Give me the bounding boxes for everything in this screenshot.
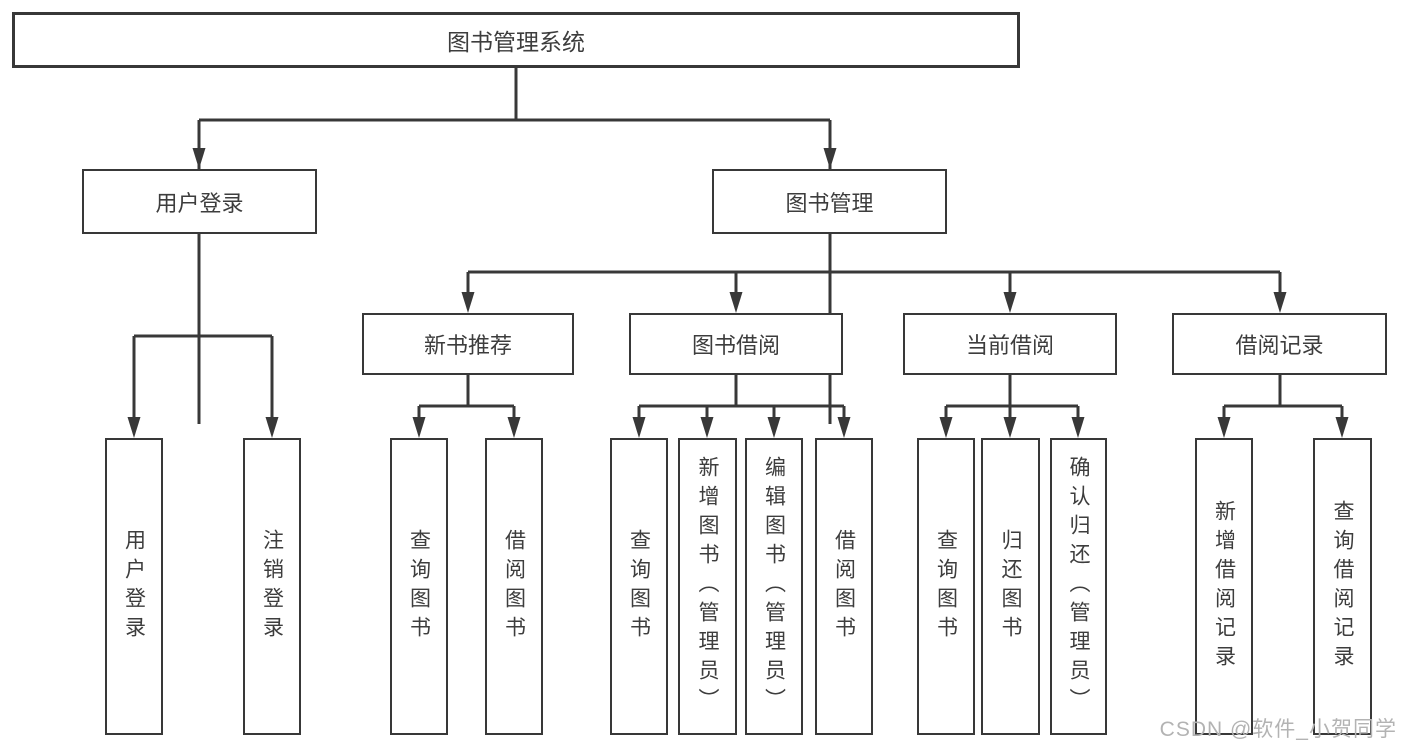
node-label: 查询图书 (627, 528, 651, 645)
node-label: 查询借阅记录 (1331, 499, 1354, 674)
node-borrow-books-leaf: 借阅图书 (815, 438, 873, 735)
node-confirm-return-admin: 确认归还（管理员） (1050, 438, 1107, 735)
node-label: 编辑图书（管理员） (762, 456, 786, 717)
node-query-books-borrow: 查询图书 (610, 438, 668, 735)
node-label: 查询图书 (934, 528, 958, 645)
connector-path (132, 67, 1344, 424)
node-label: 当前借阅 (965, 333, 1054, 358)
node-user-login-leaf: 用户登录 (105, 438, 163, 735)
arrowheads (127, 148, 1349, 438)
node-borrow-books-recommend: 借阅图书 (485, 438, 543, 735)
node-query-books-current: 查询图书 (917, 438, 975, 735)
node-new-book-recommendation: 新书推荐 (362, 313, 574, 375)
node-book-management-branch: 图书管理 (712, 169, 947, 234)
node-label: 查询图书 (407, 528, 431, 645)
csdn-watermark: CSDN @软件_小贺同学 (1159, 718, 1397, 741)
node-add-borrow-record: 新增借阅记录 (1195, 438, 1253, 735)
node-label: 新增借阅记录 (1212, 499, 1236, 674)
node-label: 注销登录 (260, 528, 284, 645)
node-label: 图书管理系统 (447, 29, 585, 55)
node-label: 图书管理 (785, 190, 874, 216)
node-label: 确认归还（管理员） (1067, 456, 1090, 717)
node-current-borrowing: 当前借阅 (903, 313, 1117, 375)
node-logout-leaf: 注销登录 (243, 438, 301, 735)
node-borrowing-records: 借阅记录 (1172, 313, 1387, 375)
node-library-management-system: 图书管理系统 (12, 12, 1020, 68)
node-query-borrow-record: 查询借阅记录 (1313, 438, 1372, 735)
node-label: 图书借阅 (691, 333, 780, 358)
node-label: 借阅图书 (502, 528, 526, 645)
node-query-books-recommend: 查询图书 (390, 438, 448, 735)
node-user-login-branch: 用户登录 (82, 169, 317, 234)
node-label: 借阅记录 (1235, 333, 1324, 358)
node-add-book-admin: 新增图书（管理员） (678, 438, 737, 735)
node-return-book: 归还图书 (981, 438, 1040, 735)
node-label: 借阅图书 (832, 528, 856, 645)
node-label: 归还图书 (999, 528, 1022, 645)
node-edit-book-admin: 编辑图书（管理员） (745, 438, 803, 735)
node-label: 新增图书（管理员） (696, 456, 719, 717)
node-book-borrowing: 图书借阅 (629, 313, 843, 375)
node-label: 用户登录 (122, 528, 146, 645)
node-label: 新书推荐 (423, 333, 512, 358)
node-label: 用户登录 (155, 190, 244, 216)
